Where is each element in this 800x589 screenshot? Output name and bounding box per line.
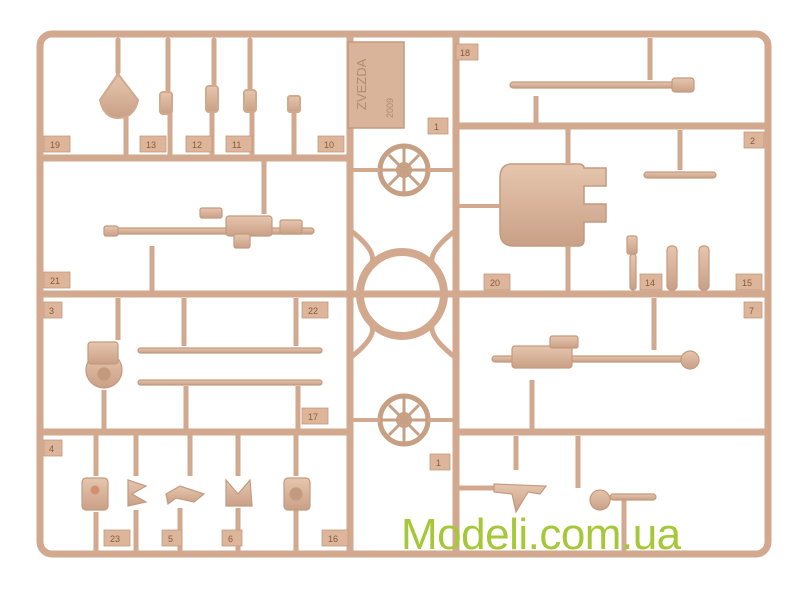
part-tag-18: 18 xyxy=(460,48,470,58)
parts-lower-left xyxy=(85,298,323,432)
part-tag-15: 15 xyxy=(742,278,752,288)
part-tag-12: 12 xyxy=(192,140,202,150)
part-tag-14: 14 xyxy=(645,278,655,288)
part-tag-1-bottom: 1 xyxy=(436,458,441,468)
watermark-text: Modeli.com.ua xyxy=(401,510,681,559)
seat-part xyxy=(98,72,140,120)
part-tag-22: 22 xyxy=(308,306,318,316)
maker-mark-logo: ZVEZDA xyxy=(354,58,369,110)
small-parts-bottom xyxy=(81,434,657,554)
part-tag-20: 20 xyxy=(490,278,500,288)
machine-gun-lower xyxy=(491,298,700,432)
part-tag-17: 17 xyxy=(308,412,318,422)
part-tag-21: 21 xyxy=(50,276,60,286)
part-tag-19: 19 xyxy=(50,140,60,150)
part-tag-7: 7 xyxy=(749,306,754,316)
sprue-frame xyxy=(36,30,772,558)
part-tag-2: 2 xyxy=(750,136,755,146)
small-parts-14-15 xyxy=(626,235,710,291)
part-tag-23: 23 xyxy=(110,534,120,544)
maker-mark-year: 2009 xyxy=(385,98,395,118)
part-tag-6: 6 xyxy=(228,534,233,544)
maker-mark-plate: ZVEZDA 2009 xyxy=(347,41,405,129)
part-tag-16: 16 xyxy=(328,534,338,544)
part-number-tags: 19 13 12 11 10 18 1 2 21 20 14 15 3 22 7… xyxy=(43,43,765,547)
part-tag-4: 4 xyxy=(49,444,54,454)
part-tag-5: 5 xyxy=(168,534,173,544)
center-ring xyxy=(347,227,459,361)
machine-gun-upper xyxy=(103,160,315,294)
wheel-part-1 xyxy=(350,143,456,197)
part-tag-1-top: 1 xyxy=(434,122,439,132)
parts-upper-right xyxy=(456,38,717,294)
part-tag-10: 10 xyxy=(324,140,334,150)
wheel-part-6 xyxy=(350,393,456,447)
part-tag-11: 11 xyxy=(232,140,241,150)
part-tag-13: 13 xyxy=(146,140,156,150)
part-tag-3: 3 xyxy=(49,306,54,316)
